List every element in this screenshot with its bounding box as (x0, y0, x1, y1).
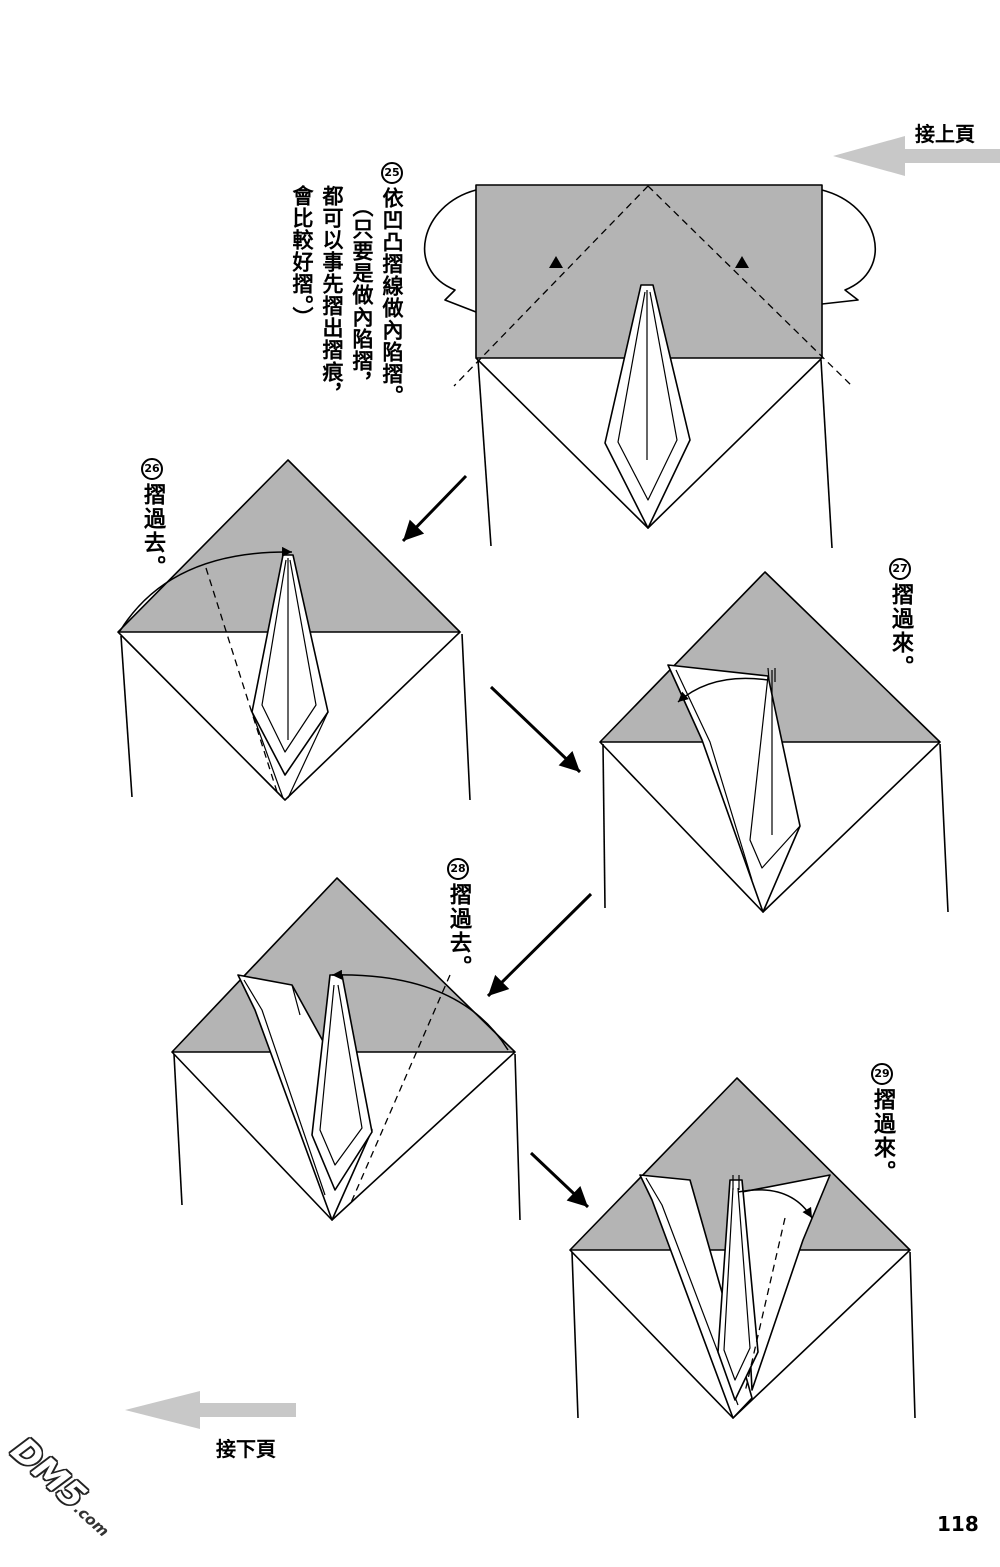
step-25-number: 25 (381, 162, 403, 184)
step-25-left-edge (477, 359, 492, 547)
prev-page-arrow-icon (833, 136, 1000, 176)
step-28-number: 28 (447, 858, 469, 880)
step-29-fold-line (744, 1217, 786, 1393)
next-page-arrow-icon (125, 1391, 296, 1429)
mountain-marker-icon (735, 256, 749, 268)
step-26-right-edge (461, 633, 471, 801)
step-29-left-edge (571, 1251, 579, 1419)
step-25-instruction-col-3: 都可以事先摺出摺痕， (320, 185, 344, 405)
step-25-fold-line-left (453, 185, 649, 387)
step-27-tip-mark (767, 667, 770, 681)
step-28-fold-arrow-icon (331, 969, 509, 1051)
step-27-left-edge (602, 743, 606, 909)
step-25-text-1: 依凹凸摺線做內陷摺。 (380, 187, 404, 407)
step-25-text-2: （只要是做內陷摺， (350, 196, 374, 394)
step-26-lower-edges (117, 631, 461, 801)
step-25-text-4: 會比較好摺。） (290, 185, 314, 329)
step-27-number: 27 (889, 558, 911, 580)
step-26-head-inner (261, 559, 317, 753)
step-25-left-flap (423, 189, 477, 313)
step-29-head-kite (717, 1179, 759, 1401)
step-28-right-edge (514, 1053, 521, 1221)
step-26-diagram (117, 459, 471, 801)
step-27-right-edge (939, 743, 949, 913)
step-27-folded-flap (667, 664, 801, 913)
step-25-right-flap (821, 189, 876, 305)
mountain-marker-icon (549, 256, 563, 268)
page-number: 118 (937, 1512, 979, 1536)
next-step-arrow-icon (486, 892, 593, 998)
step-25-right-edge (820, 359, 833, 549)
step-29-instruction: 29 摺過來。 (870, 1063, 895, 1184)
step-28-instruction: 28 摺過去。 (446, 858, 471, 979)
step-28-head-inner (319, 984, 363, 1166)
step-26-number: 26 (141, 458, 163, 480)
step-25-head-inner (617, 291, 678, 501)
step-25-instruction-col-1: 25 依凹凸摺線做內陷摺。 (380, 162, 404, 407)
step-25-instruction-col-4: 會比較好摺。） (290, 185, 314, 329)
continued-on-next-label: 接下頁 (216, 1437, 276, 1461)
step-26-tail-left (251, 711, 284, 799)
next-step-arrow-icon (529, 1151, 590, 1209)
step-28-fold-line (349, 974, 451, 1206)
step-26-fold-line (205, 567, 279, 796)
step-27-fold-arrow-icon (677, 677, 769, 703)
step-29-diagram (569, 1077, 916, 1419)
step-27-head (749, 675, 801, 869)
step-26-tail-right (287, 711, 329, 799)
step-26-left-edge (120, 635, 133, 798)
step-29-right-edge (909, 1251, 916, 1419)
next-step-arrow-icon (401, 474, 468, 543)
step-26-instruction: 26 摺過去。 (140, 458, 165, 579)
continued-from-previous-label: 接上頁 (915, 122, 975, 146)
step-27-text: 摺過來。 (888, 583, 913, 679)
step-29-number: 29 (871, 1063, 893, 1085)
next-step-arrow-icon (489, 685, 582, 774)
step-26-text: 摺過去。 (140, 483, 165, 579)
step-29-head-inner (723, 1187, 751, 1381)
step-29-fold-arrow-icon (737, 1189, 813, 1219)
step-28-text: 摺過去。 (446, 883, 471, 979)
step-29-text: 摺過來。 (870, 1088, 895, 1184)
step-27-instruction: 27 摺過來。 (888, 558, 913, 679)
sequence-arrows (401, 474, 593, 1209)
step-25-text-3: 都可以事先摺出摺痕， (320, 185, 344, 405)
step-25-diagram (423, 184, 876, 549)
step-28-flap-crease (291, 984, 301, 1016)
step-28-flap-inner (243, 979, 326, 1196)
step-26-fold-arrow-icon (119, 546, 293, 632)
step-28-diagram (171, 877, 521, 1221)
step-29-left-flap-inner (645, 1177, 739, 1406)
step-28-left-edge (173, 1053, 183, 1206)
step-27-diagram (599, 571, 949, 913)
step-25-instruction-col-2: （只要是做內陷摺， (350, 196, 374, 394)
